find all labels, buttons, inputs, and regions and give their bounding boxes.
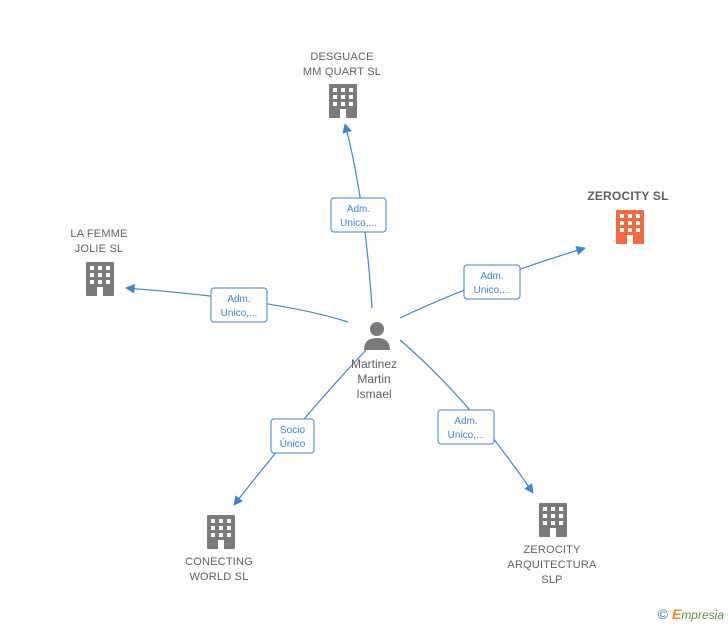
edge-label-line: Adm. — [480, 271, 503, 282]
company-name-line: SLP — [541, 574, 562, 586]
person-node[interactable]: Martinez Martin Ismael — [351, 322, 397, 401]
edge-zerocity-arq — [399, 339, 534, 494]
company-node-desguace[interactable]: DESGUACE MM QUART SL — [303, 51, 381, 118]
company-name-line: LA FEMME — [70, 228, 127, 240]
edge-label-desguace[interactable]: Adm. Unico,... — [330, 197, 387, 233]
person-name-line: Martin — [357, 372, 390, 386]
brand-name: mpresia — [681, 608, 724, 622]
building-icon — [329, 84, 357, 118]
empresia-watermark: ©Empresia — [658, 606, 724, 622]
company-node-zerocity[interactable]: ZEROCITY SL — [587, 189, 668, 244]
edge-label-conecting[interactable]: Socio Único — [270, 418, 315, 454]
building-icon — [207, 515, 235, 549]
building-icon — [616, 210, 644, 244]
building-icon — [86, 262, 114, 296]
edge-label-line: Socio — [280, 425, 305, 436]
brand-initial: E — [671, 606, 682, 622]
edge-label-lafemme[interactable]: Adm. Unico,... — [210, 287, 268, 323]
company-name-line: JOLIE SL — [75, 243, 124, 255]
company-node-conecting[interactable]: CONECTING WORLD SL — [185, 515, 253, 583]
person-name-line: Ismael — [356, 387, 391, 401]
edge-label-line: Unico,... — [340, 218, 377, 229]
person-name-line: Martinez — [351, 357, 397, 371]
edge-label-line: Único — [280, 437, 306, 450]
edge-label-line: Unico,... — [448, 430, 485, 441]
copyright-symbol: © — [657, 606, 668, 622]
edge-label-line: Adm. — [347, 204, 370, 215]
edge-label-line: Unico,... — [474, 285, 511, 296]
edge-label-line: Unico,... — [221, 308, 258, 319]
company-name-line: ZEROCITY SL — [587, 189, 668, 203]
person-icon — [364, 322, 390, 350]
building-icon — [539, 503, 567, 537]
company-name-line: ARQUITECTURA — [507, 559, 597, 571]
company-name-line: ZEROCITY — [523, 544, 581, 556]
company-name-line: DESGUACE — [310, 51, 373, 63]
company-name-line: WORLD SL — [189, 571, 248, 583]
edge-label-line: Adm. — [454, 416, 477, 427]
edge-label-zerocity-arq[interactable]: Adm. Unico,... — [437, 409, 495, 445]
company-name-line: CONECTING — [185, 556, 253, 568]
company-name-line: MM QUART SL — [303, 66, 381, 78]
edge-label-line: Adm. — [227, 294, 250, 305]
company-node-zerocity-arq[interactable]: ZEROCITY ARQUITECTURA SLP — [507, 503, 597, 586]
edge-label-zerocity[interactable]: Adm. Unico,... — [463, 264, 521, 300]
edges — [125, 123, 586, 506]
company-node-lafemme[interactable]: LA FEMME JOLIE SL — [70, 228, 127, 296]
